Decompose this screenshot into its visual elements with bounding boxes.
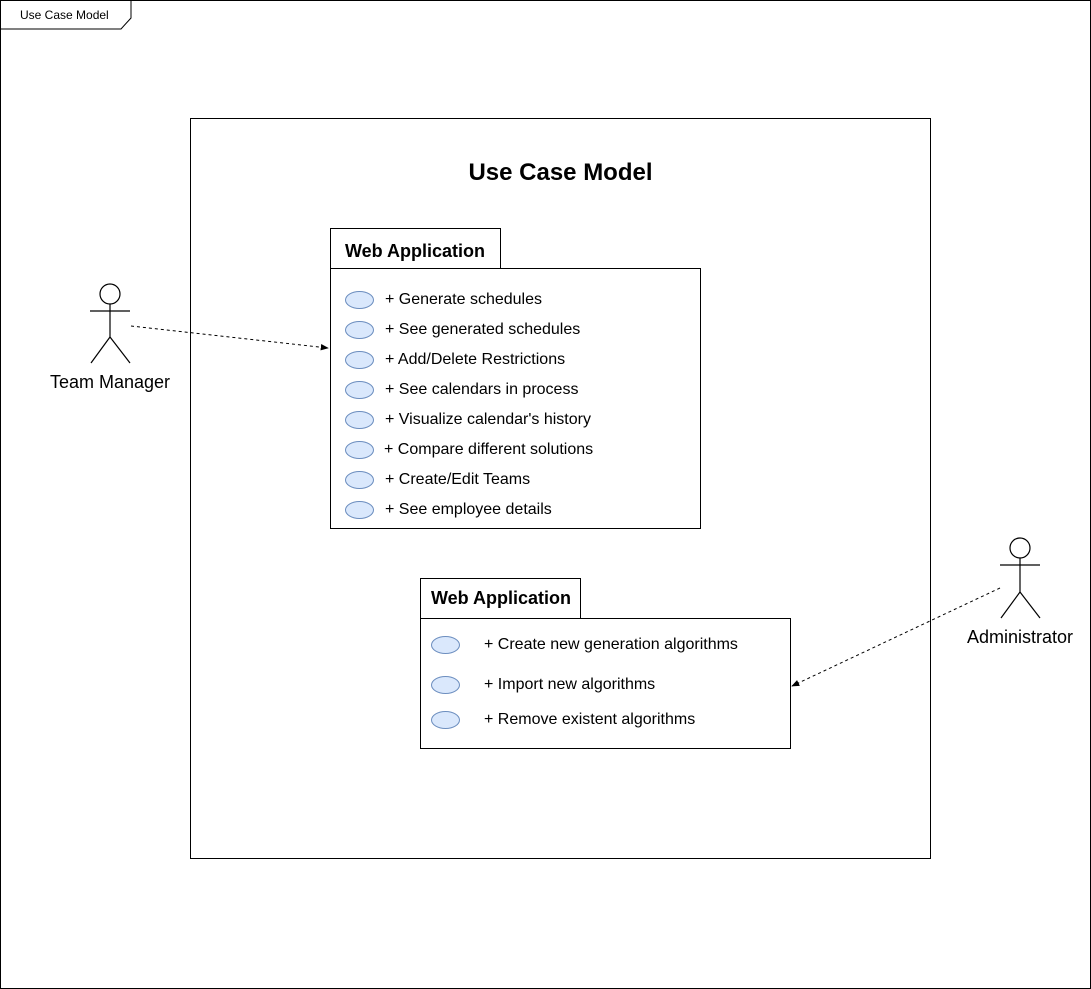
package-tab-web-application: Web Application xyxy=(330,228,501,269)
use-case-create-new-generation-algorithms[interactable]: + Create new generation algorithms xyxy=(431,634,738,656)
use-case-oval xyxy=(345,411,374,429)
use-case-oval xyxy=(431,676,460,694)
use-case-remove-existent-algorithms[interactable]: + Remove existent algorithms xyxy=(431,709,695,731)
use-case-oval xyxy=(345,381,374,399)
administrator-actor-figure[interactable] xyxy=(1000,537,1041,619)
use-case-oval xyxy=(431,636,460,654)
use-case-see-employee-details[interactable]: + See employee details xyxy=(345,499,552,521)
team-manager-actor-figure[interactable] xyxy=(90,283,131,364)
team-manager-association xyxy=(130,325,329,351)
team-manager-label: Team Manager xyxy=(49,372,171,392)
use-case-see-calendars-in-process[interactable]: + See calendars in process xyxy=(345,379,578,401)
use-case-label: + See calendars in process xyxy=(385,381,579,398)
frame-tab xyxy=(0,0,132,30)
use-case-label: + Import new algorithms xyxy=(484,676,656,693)
use-case-label: + Generate schedules xyxy=(385,291,542,308)
use-case-oval xyxy=(345,501,374,519)
package-web-application-admin: + Create new generation algorithms + Imp… xyxy=(420,618,791,749)
system-boundary: Use Case Model xyxy=(190,118,931,859)
package-web-application: + Generate schedules + See generated sch… xyxy=(330,268,701,529)
use-case-label: + Compare different solutions xyxy=(384,441,594,458)
use-case-oval xyxy=(345,321,374,339)
package-tab-web-application-admin: Web Application xyxy=(420,578,581,619)
use-case-see-generated-schedules[interactable]: + See generated schedules xyxy=(345,319,580,341)
system-title: Use Case Model xyxy=(468,159,653,186)
use-case-compare-different-solutions[interactable]: + Compare different solutions xyxy=(345,439,593,461)
use-case-label: + Remove existent algorithms xyxy=(484,711,696,728)
use-case-label: + Visualize calendar's history xyxy=(385,411,591,428)
use-case-add-delete-restrictions[interactable]: + Add/Delete Restrictions xyxy=(345,349,565,371)
use-case-import-new-algorithms[interactable]: + Import new algorithms xyxy=(431,674,655,696)
use-case-create-edit-teams[interactable]: + Create/Edit Teams xyxy=(345,469,530,491)
use-case-label: + See generated schedules xyxy=(385,321,581,338)
administrator-label: Administrator xyxy=(966,627,1074,647)
use-case-label: + Create/Edit Teams xyxy=(385,471,531,488)
use-case-oval xyxy=(345,351,374,369)
use-case-oval xyxy=(345,441,374,459)
administrator-association xyxy=(791,587,1001,687)
use-case-label: + Add/Delete Restrictions xyxy=(385,351,566,368)
use-case-oval xyxy=(345,291,374,309)
use-case-generate-schedules[interactable]: + Generate schedules xyxy=(345,289,542,311)
use-case-oval xyxy=(345,471,374,489)
frame-label: Use Case Model xyxy=(20,8,109,22)
use-case-label: + See employee details xyxy=(385,501,552,518)
use-case-label: + Create new generation algorithms xyxy=(484,636,738,653)
use-case-visualize-calendar-history[interactable]: + Visualize calendar's history xyxy=(345,409,591,431)
use-case-oval xyxy=(431,711,460,729)
